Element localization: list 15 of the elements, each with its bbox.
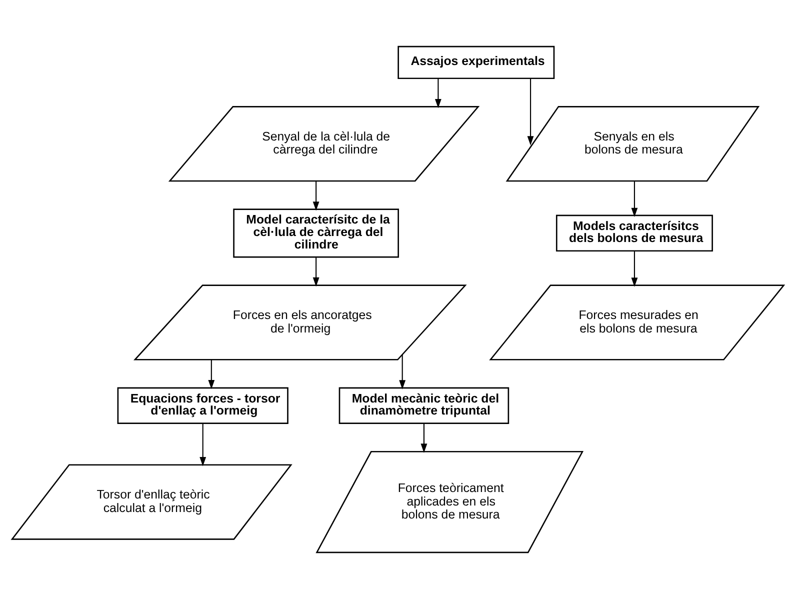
arrow [631,251,638,287]
arrow [420,424,428,453]
node-box: Model mecànic teòric del dinamòmetre tripuntal [338,387,510,424]
node-box: Model caracterísitc de la cèl·lula de càrrega del cilindre [233,208,399,258]
arrow [312,181,320,211]
node-box: Equacions forces - torsor d'enllaç a l'ormeig [117,387,288,424]
arrow [208,360,215,390]
arrow [631,181,638,218]
arrow [434,78,442,108]
arrow [312,257,320,287]
arrow [399,354,406,390]
node-box: Assajos experimentals [398,46,555,80]
node-box: Models caracterísitcs dels bolons de mesura [556,214,713,252]
arrow [527,78,534,146]
arrow [200,424,206,466]
